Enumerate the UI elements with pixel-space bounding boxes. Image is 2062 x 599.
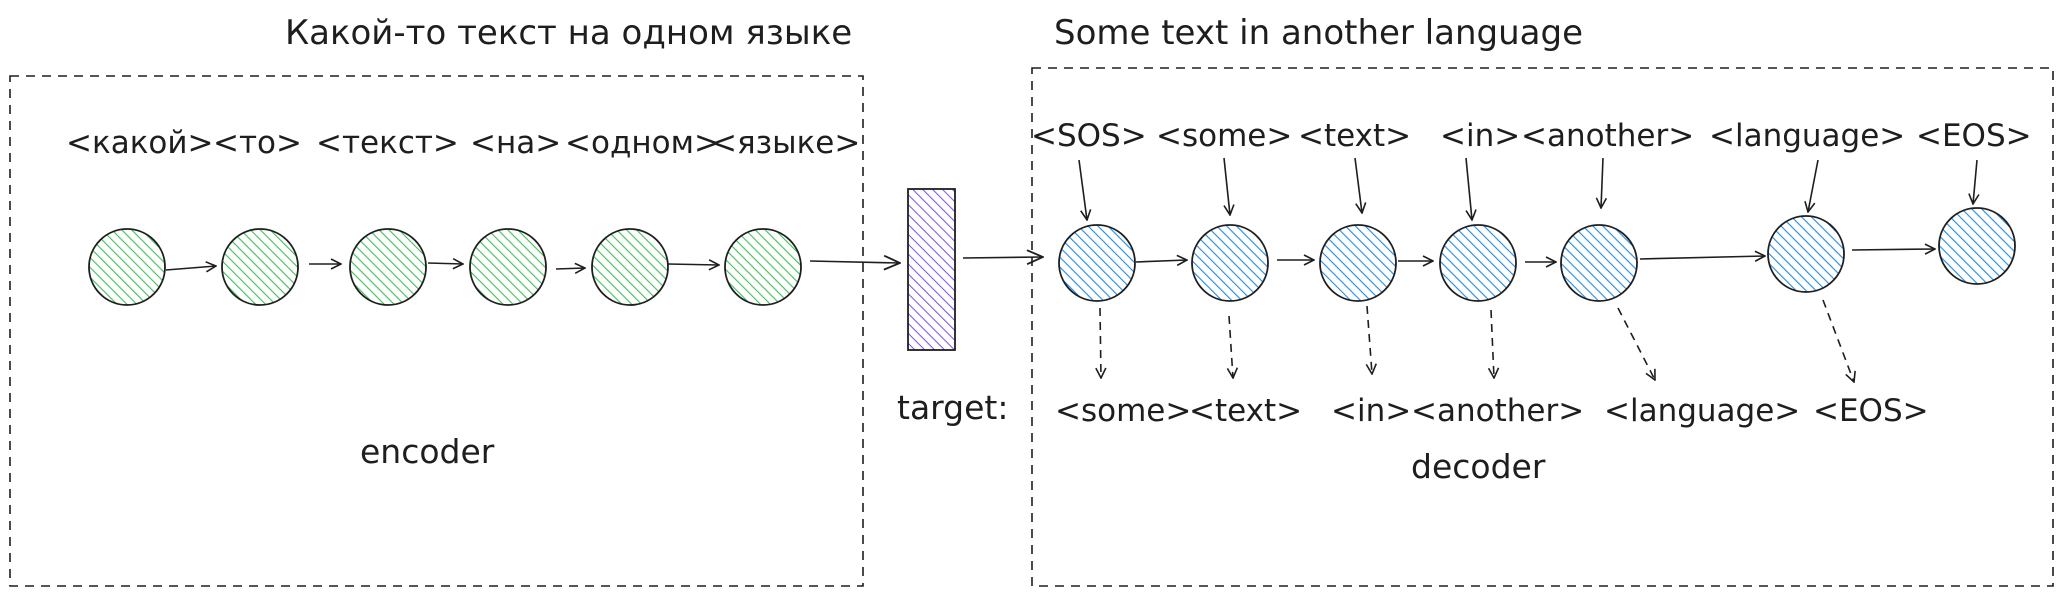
encoder-node	[591, 228, 669, 306]
context-vector	[907, 188, 956, 351]
decoder-output-arrow	[1100, 307, 1101, 378]
encoder-box	[9, 75, 864, 587]
decoder-output-arrow	[1491, 309, 1494, 378]
decoder-output-token: <another>	[1411, 393, 1584, 429]
decoder-input-token: <some>	[1156, 118, 1292, 154]
decoder-node	[1560, 224, 1638, 302]
decoder-node	[1439, 224, 1517, 302]
decoder-node	[1191, 224, 1269, 302]
context-to-decoder-arrow	[962, 257, 1043, 258]
decoder-output-arrow	[1229, 315, 1233, 378]
encoder-node	[724, 228, 802, 306]
decoder-output-arrow	[1617, 307, 1655, 380]
decoder-box	[1031, 67, 2054, 587]
token-to-node-arrow	[1973, 159, 1977, 204]
decoder-input-token: <in>	[1440, 118, 1520, 154]
encoder-node	[469, 228, 547, 306]
decoder-node	[1938, 207, 2016, 285]
decoder-input-token: <text>	[1298, 118, 1411, 154]
decoder-output-token: <some>	[1055, 393, 1191, 429]
encoder-token: <то>	[213, 125, 302, 161]
token-to-node-arrow	[1354, 157, 1362, 213]
decoder-node	[1319, 224, 1397, 302]
source-sentence-title: Какой-то текст на одном языке	[285, 13, 852, 53]
target-label: target:	[897, 388, 1008, 427]
decoder-output-token: <in>	[1331, 393, 1411, 429]
decoder-output-arrow	[1367, 305, 1372, 374]
decoder-input-token: <another>	[1521, 118, 1694, 154]
encoder-chain-arrow	[555, 268, 585, 269]
encoder-token: <какой>	[66, 125, 214, 161]
decoder-label: decoder	[1411, 447, 1546, 486]
encoder-node	[221, 228, 299, 306]
encoder-token: <языке>	[711, 125, 860, 161]
decoder-output-arrow	[1822, 299, 1854, 382]
decoder-input-token: <SOS>	[1031, 118, 1147, 154]
decoder-node	[1767, 215, 1845, 293]
encoder-chain-arrow	[427, 263, 463, 264]
decoder-chain-arrow	[1639, 256, 1765, 259]
token-to-node-arrow	[1465, 157, 1472, 220]
decoder-input-token: <EOS>	[1916, 118, 2032, 154]
encoder-token: <на>	[470, 125, 561, 161]
encoder-chain-arrow	[667, 264, 719, 265]
decoder-chain-arrow	[1851, 249, 1935, 250]
target-sentence-title: Some text in another language	[1054, 13, 1583, 53]
encoder-label: encoder	[360, 432, 495, 471]
encoder-node	[88, 228, 166, 306]
decoder-chain-arrow	[1135, 260, 1187, 262]
token-to-node-arrow	[1601, 157, 1603, 208]
decoder-output-token: <language>	[1604, 393, 1800, 429]
token-to-node-arrow	[1808, 159, 1819, 212]
decoder-output-token: <EOS>	[1813, 393, 1929, 429]
encoder-to-context-arrow	[809, 261, 900, 263]
encoder-chain-arrow	[165, 266, 216, 270]
encoder-node	[349, 228, 427, 306]
decoder-input-token: <language>	[1709, 118, 1905, 154]
encoder-token: <одном>	[565, 125, 720, 161]
token-to-node-arrow	[1078, 159, 1087, 220]
encoder-token: <текст>	[316, 125, 459, 161]
decoder-output-token: <text>	[1189, 393, 1302, 429]
token-to-node-arrow	[1223, 157, 1230, 215]
decoder-node	[1058, 224, 1136, 302]
